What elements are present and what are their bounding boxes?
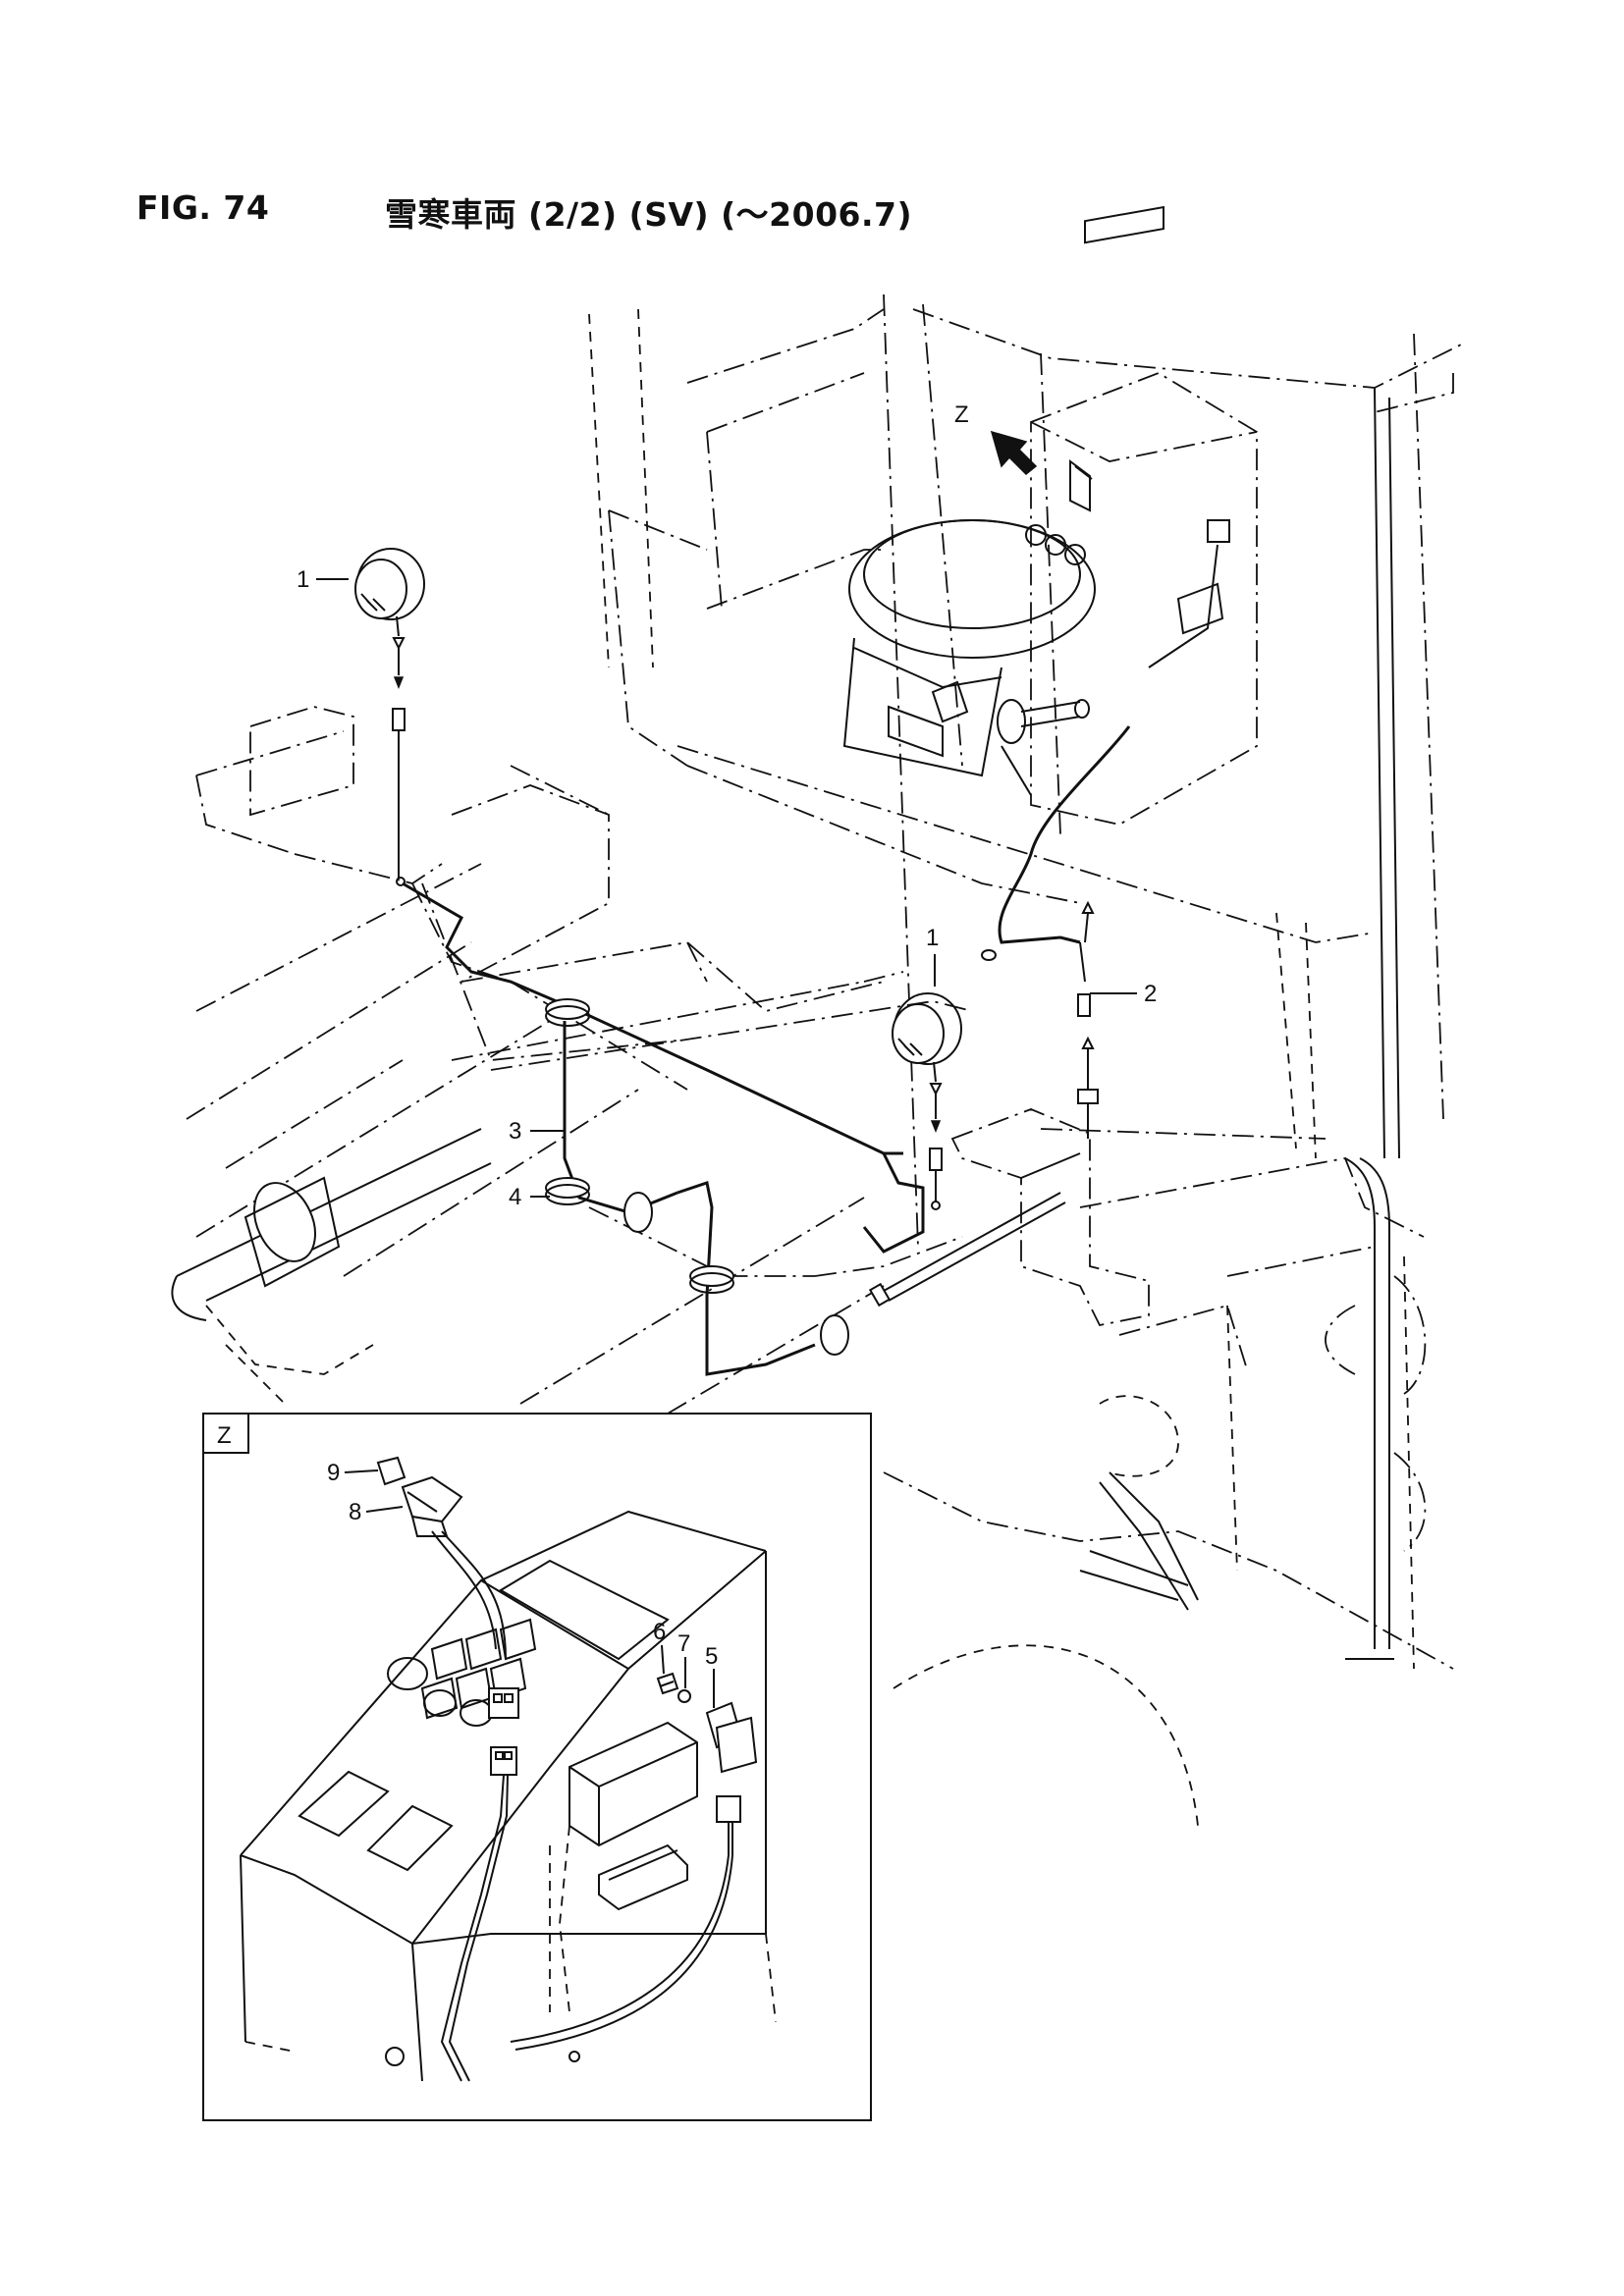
view-marker-label: Z [954,401,969,428]
main-harness [402,881,1066,1376]
axle-shaft [171,1128,492,1405]
figure-title: 雪寒車両 (2/2) (SV) (～2006.7) [385,195,913,234]
callout-3: 3 [509,1118,521,1145]
callout-2: 2 [1144,981,1157,1007]
callouts: 1 1 2 3 4 5 6 7 8 9 [297,566,1157,1708]
harness-clamps [545,998,849,1356]
operator-seat [842,519,1096,796]
inset-detail-z: Z [202,1413,872,2121]
view-marker-z: Z [954,401,1038,476]
callout-4: 4 [509,1184,521,1210]
work-lamp-left [354,548,425,886]
control-console [1025,205,1258,826]
console-harness [981,725,1131,1139]
inset-label: Z [217,1422,232,1449]
work-lamp-right [892,992,962,1210]
callout-6: 6 [653,1619,666,1645]
callout-8: 8 [349,1499,361,1525]
chassis-frame [186,706,973,1415]
right-equipment [883,1108,1454,1827]
cab-outline [588,294,1464,1248]
callout-1-right: 1 [926,925,939,951]
figure-number: FIG. 74 [136,188,270,227]
callout-1-left: 1 [297,566,309,593]
callout-9: 9 [327,1460,340,1486]
callout-7: 7 [677,1630,690,1657]
callout-5: 5 [705,1643,718,1670]
